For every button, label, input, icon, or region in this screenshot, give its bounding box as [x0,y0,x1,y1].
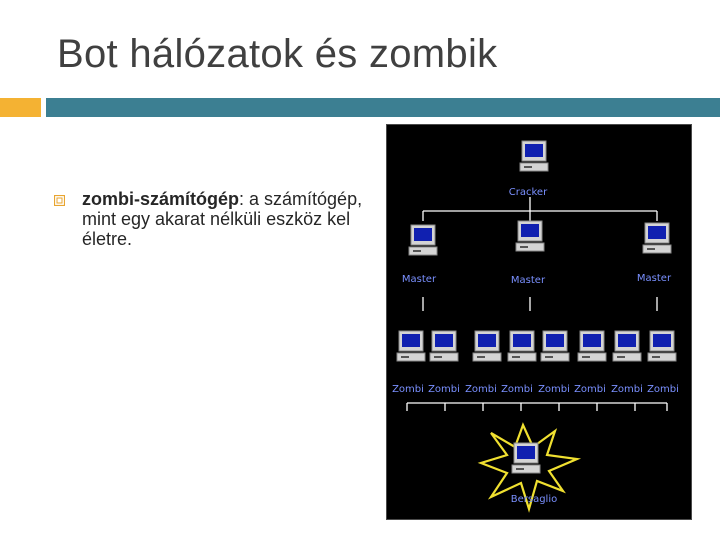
botnet-diagram-svg: Cracker Master Master Master Zombi Zombi… [392,140,679,513]
slide-title: Bot hálózatok és zombik [57,32,498,76]
master-computer-icon [515,220,545,252]
zombie-label: Zombi [392,384,424,395]
connector-lines [406,197,668,411]
zombie-computer-icon [612,330,642,362]
bullet-term: zombi-számítógép [82,189,240,209]
zombie-label: Zombi [501,384,533,395]
zombie-computer-icon [647,330,677,362]
zombie-label: Zombi [574,384,606,395]
cracker-label: Cracker [509,187,548,198]
accent-bar-teal [46,98,720,117]
zombie-computer-icon [396,330,426,362]
master-label: Master [511,275,546,286]
bullet-square-icon [54,195,65,206]
cracker-computer-icon [519,140,549,172]
master-computer-icon [642,222,672,254]
botnet-diagram: Cracker Master Master Master Zombi Zombi… [386,124,692,520]
zombie-computer-icon [577,330,607,362]
zombie-label: Zombi [647,384,679,395]
zombie-computer-icon [429,330,459,362]
zombie-label: Zombi [538,384,570,395]
zombie-label: Zombi [428,384,460,395]
victim-computer-icon [511,442,541,474]
zombie-label: Zombi [465,384,497,395]
master-label: Master [637,273,672,284]
accent-bar-orange [0,98,41,117]
bullet-text: zombi-számítógép: a számítógép, mint egy… [82,189,392,249]
bullet-definition: : a számítógép, mint egy akarat nélküli … [82,189,363,249]
zombie-computer-icon [540,330,570,362]
attack-burst-icon [477,422,582,513]
master-computer-icon [408,224,438,256]
zombie-label: Zombi [611,384,643,395]
master-label: Master [402,274,437,285]
zombie-computer-icon [507,330,537,362]
zombie-computer-icon [472,330,502,362]
victim-label: Bersaglio [511,494,557,505]
